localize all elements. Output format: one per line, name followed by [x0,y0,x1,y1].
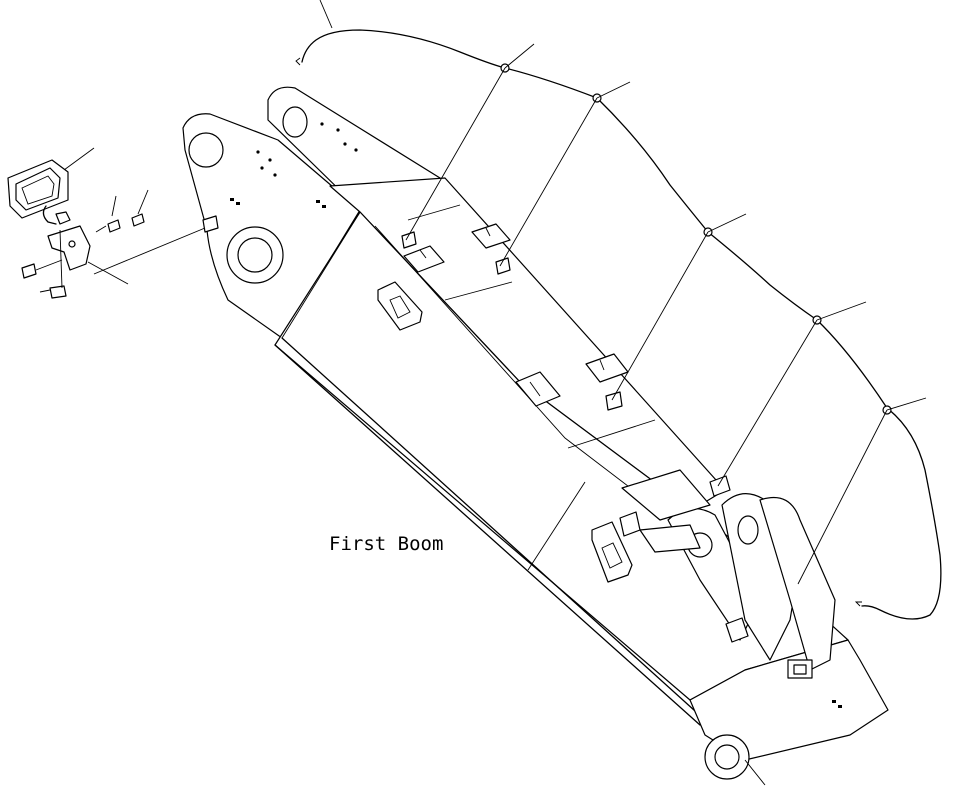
boom-body [182,86,889,786]
leader-lines [63,0,927,585]
boom-caption: First Boom [329,533,443,555]
work-lamp-assembly [7,159,145,299]
harness-clamps [202,215,749,643]
